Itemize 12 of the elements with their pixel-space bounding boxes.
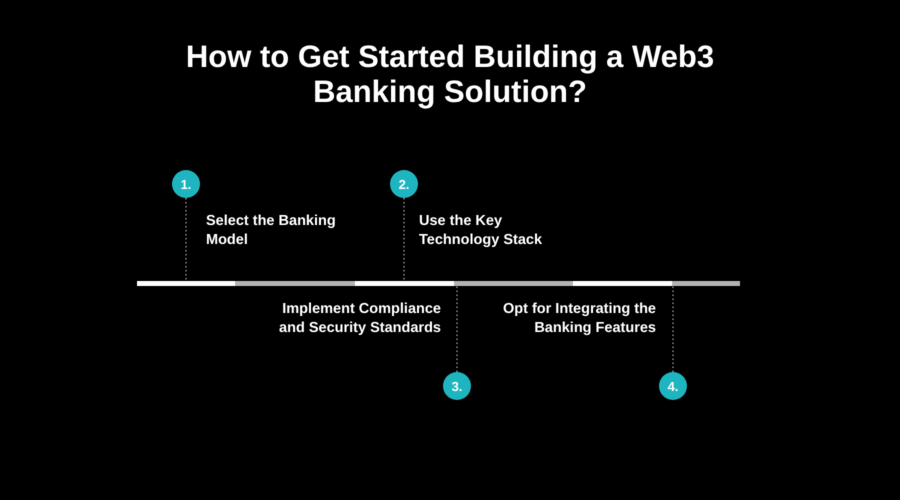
step-number-circle: 3.: [443, 372, 471, 400]
dotted-connector: [672, 286, 674, 372]
title: How to Get Started Building a Web3 Banking Solution?: [184, 39, 716, 109]
step-number-circle: 1.: [172, 170, 200, 198]
step-label: Opt for Integrating the Banking Features: [502, 300, 656, 338]
step-number-circle: 2.: [390, 170, 418, 198]
step-label: Select the Banking Model: [206, 212, 337, 250]
step-number-circle: 4.: [659, 372, 687, 400]
step-label: Implement Compliance and Security Standards: [278, 300, 441, 338]
step-label: Use the Key Technology Stack: [419, 212, 544, 250]
timeline-bar: [137, 281, 740, 286]
dotted-connector: [456, 286, 458, 372]
